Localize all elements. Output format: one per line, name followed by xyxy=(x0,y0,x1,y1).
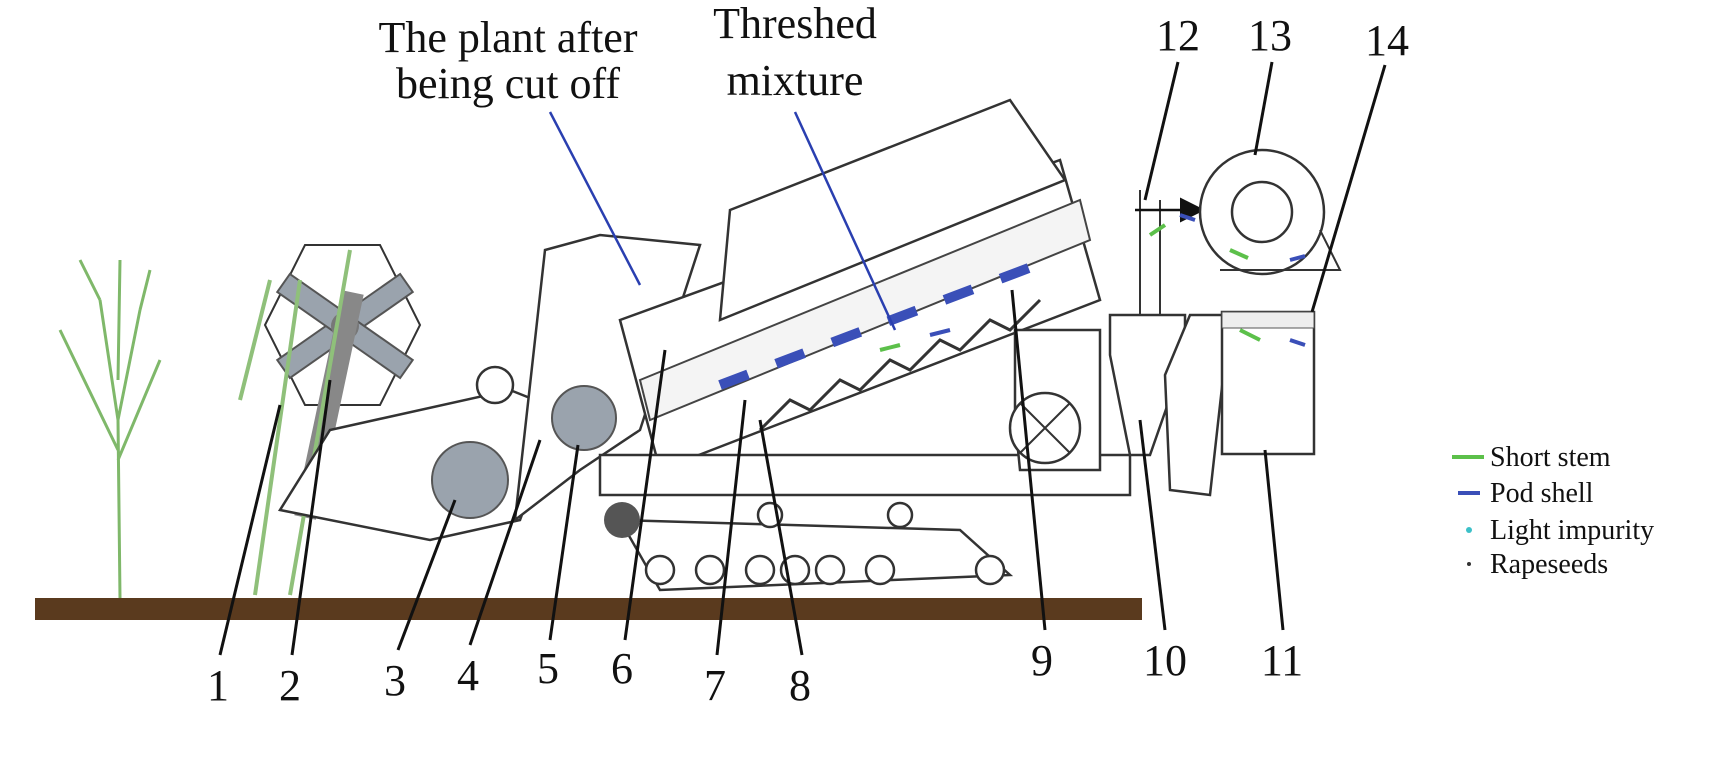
annotation-plant-cut-line1: The plant after xyxy=(379,13,638,62)
part-number-4: 4 xyxy=(457,651,479,700)
legend-pod-shell: Pod shell xyxy=(1490,478,1594,509)
drive-sprocket xyxy=(604,502,640,538)
part-number-1: 1 xyxy=(207,661,229,710)
legend-rapeseeds-dot xyxy=(1467,562,1471,566)
part-number-9: 9 xyxy=(1031,636,1053,685)
part-number-11: 11 xyxy=(1261,636,1303,685)
feeder-housing xyxy=(513,233,702,523)
cyclone-separator xyxy=(1108,313,1187,457)
part-number-2: 2 xyxy=(279,661,301,710)
leader-threshed xyxy=(793,111,897,331)
legend-rapeseeds: Rapeseeds xyxy=(1490,549,1608,580)
elevator xyxy=(1163,313,1232,497)
legend-light-impurity-dot xyxy=(1466,527,1472,533)
part-number-7: 7 xyxy=(704,661,726,710)
part-number-13: 13 xyxy=(1248,11,1292,60)
part-number-6: 6 xyxy=(611,644,633,693)
annotation-plant-cut-line2: being cut off xyxy=(396,59,620,108)
legend: Short stem Pod shell Light impurity Rape… xyxy=(1452,442,1654,580)
leader-plant-cut xyxy=(548,111,642,286)
grain-tank xyxy=(1220,310,1316,456)
track xyxy=(617,518,1014,592)
annotation-threshed-line2: mixture xyxy=(727,56,864,105)
part-number-3: 3 xyxy=(384,656,406,705)
part-number-5: 5 xyxy=(537,644,559,693)
standing-rape-plant xyxy=(58,259,162,599)
part-number-14: 14 xyxy=(1365,16,1409,65)
legend-short-stem: Short stem xyxy=(1490,442,1611,473)
header-auger xyxy=(431,441,509,519)
particle-flow xyxy=(879,213,1306,352)
ground-strip xyxy=(35,598,1142,620)
legend-light-impurity: Light impurity xyxy=(1490,515,1654,546)
part-number-8: 8 xyxy=(789,661,811,710)
threshing-unit xyxy=(618,98,1102,472)
part-number-10: 10 xyxy=(1143,636,1187,685)
cut-plants xyxy=(238,249,352,596)
part-number-12: 12 xyxy=(1156,11,1200,60)
annotation-threshed-line1: Threshed xyxy=(713,0,877,48)
number-leaders xyxy=(218,61,1387,656)
